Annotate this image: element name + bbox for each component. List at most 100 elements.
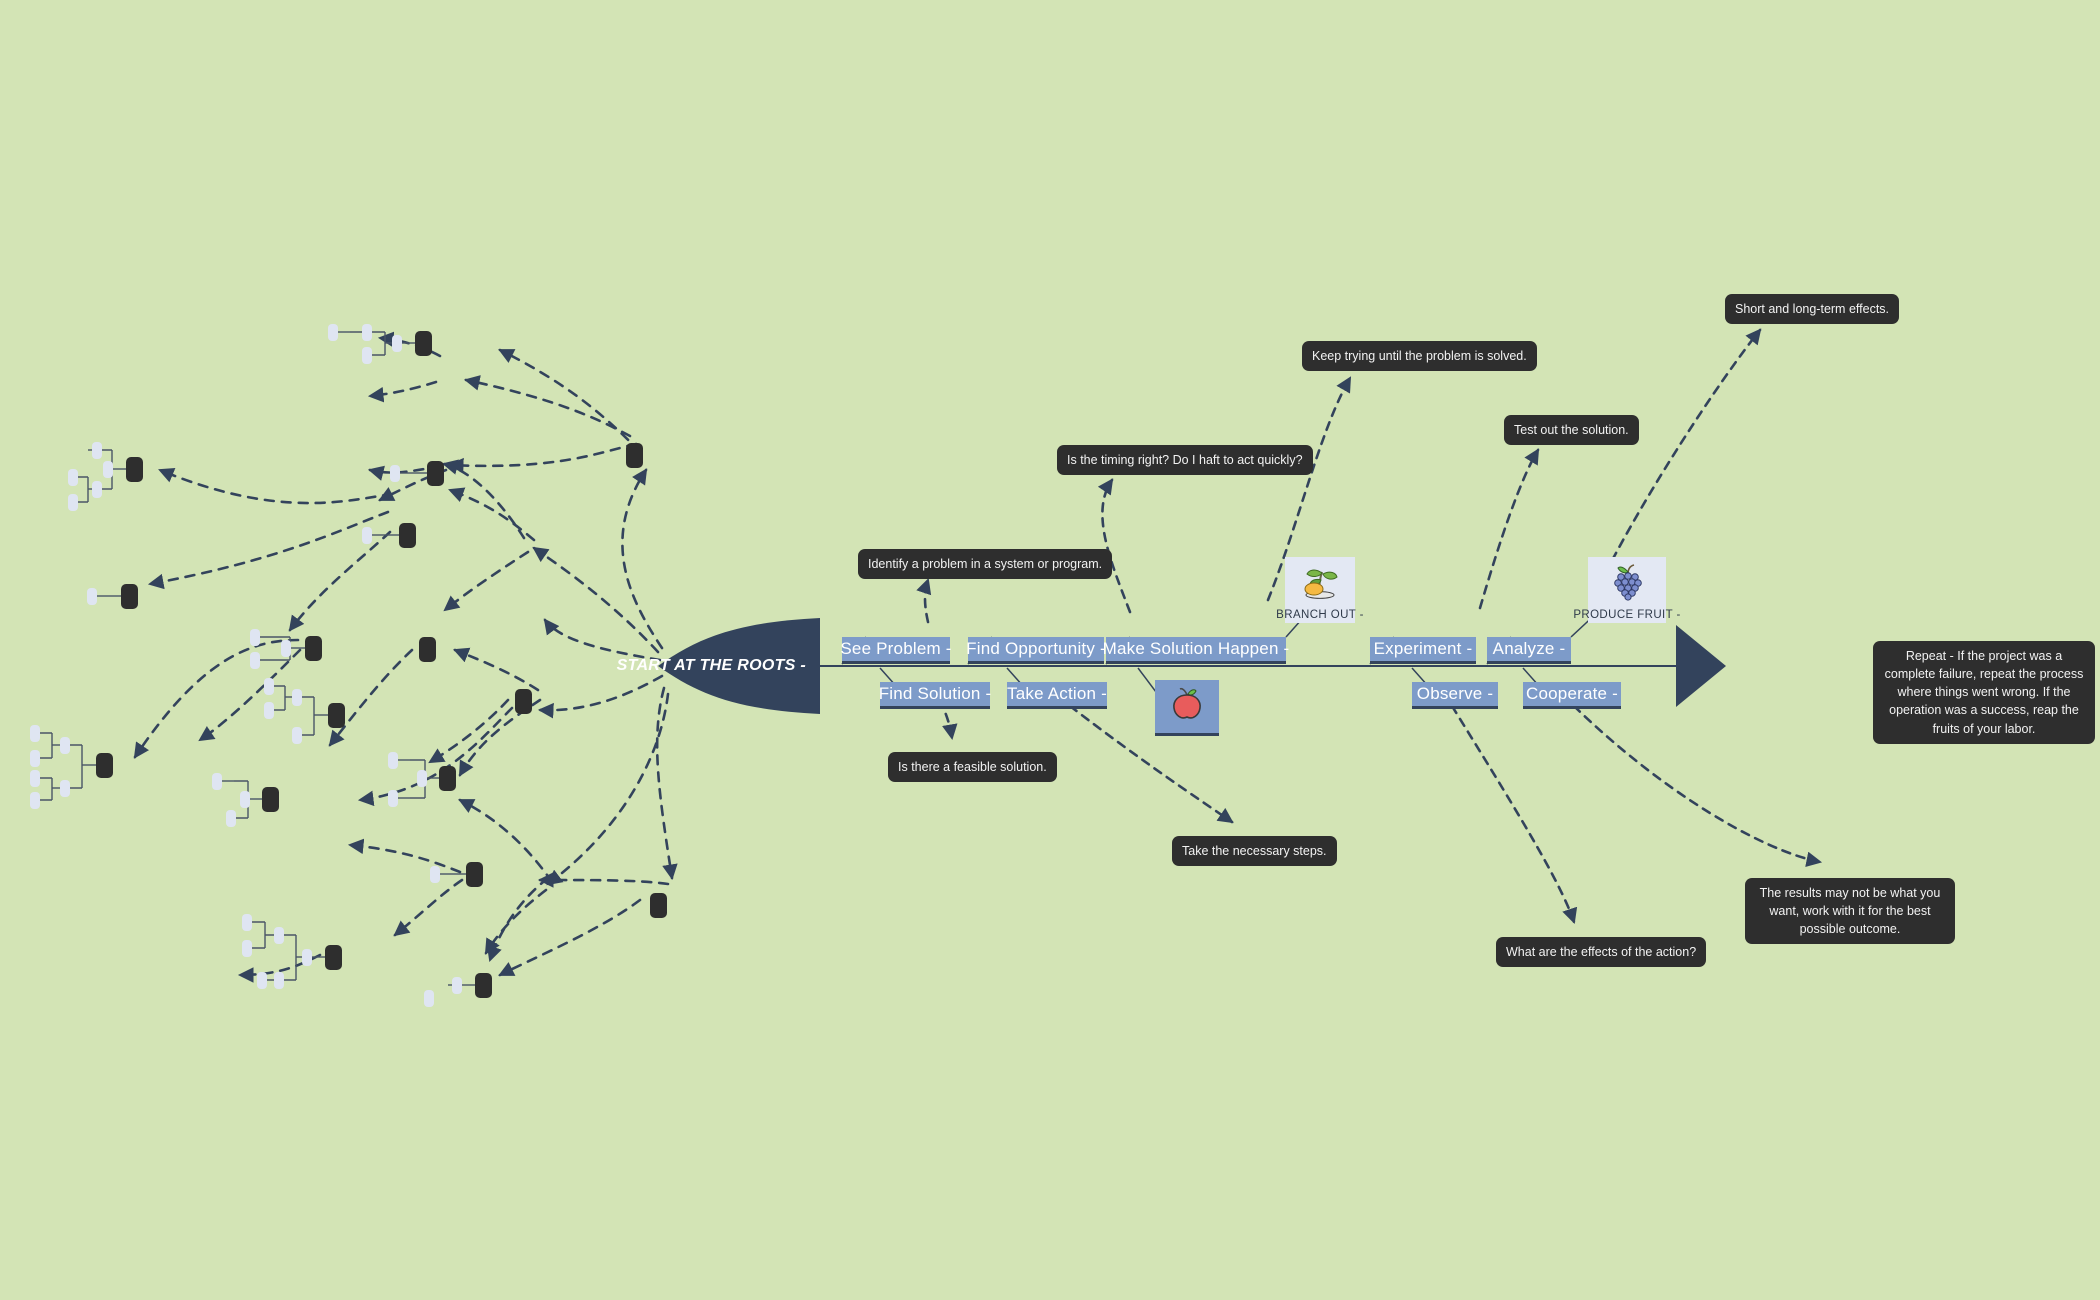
root-node[interactable] (262, 787, 279, 812)
leaf-node[interactable] (388, 790, 398, 807)
root-node[interactable] (415, 331, 432, 356)
callout-identify-problem[interactable]: Identify a problem in a system or progra… (858, 549, 1113, 580)
callout-text: Take the necessary steps. (1182, 844, 1327, 858)
leaf-node[interactable] (281, 640, 291, 657)
leaf-node[interactable] (60, 780, 70, 797)
head-text: START AT THE ROOTS - (616, 657, 806, 674)
root-node[interactable] (399, 523, 416, 548)
root-node[interactable] (121, 584, 138, 609)
callout-text: Identify a problem in a system or progra… (868, 557, 1103, 571)
spine-label: Take Action - (1007, 683, 1107, 703)
root-node[interactable] (96, 753, 113, 778)
leaf-node[interactable] (92, 481, 102, 498)
leaf-node[interactable] (292, 689, 302, 706)
root-node[interactable] (325, 945, 342, 970)
spine-node-find-solution[interactable]: Find Solution - (879, 682, 991, 709)
callout-short-long-term[interactable]: Short and long-term effects. (1725, 294, 1900, 325)
callout-test-solution[interactable]: Test out the solution. (1504, 415, 1639, 446)
image-card-branch-out[interactable]: BRANCH OUT - (1276, 557, 1363, 623)
callout-feasible-solution[interactable]: Is there a feasible solution. (888, 752, 1057, 783)
leaf-node[interactable] (328, 324, 338, 341)
root-node[interactable] (328, 703, 345, 728)
spine-label: Make Solution Happen - (1102, 638, 1290, 658)
callout-text: What are the effects of the action? (1506, 945, 1697, 959)
leaf-node[interactable] (452, 977, 462, 994)
leaf-node[interactable] (87, 588, 97, 605)
callout-text: Is the timing right? Do I haft to act qu… (1067, 453, 1303, 467)
callout-text: The results may not be what you want, wo… (1759, 886, 1941, 937)
sprout-icon (1299, 562, 1341, 607)
leaf-node[interactable] (362, 347, 372, 364)
spine-node-observe[interactable]: Observe - (1412, 682, 1498, 709)
leaf-node[interactable] (264, 702, 274, 719)
callout-necessary-steps[interactable]: Take the necessary steps. (1172, 836, 1337, 867)
leaf-node[interactable] (292, 727, 302, 744)
spine-node-make-solution-happen[interactable]: Make Solution Happen - (1103, 637, 1289, 664)
leaf-node[interactable] (302, 949, 312, 966)
root-node[interactable] (626, 443, 643, 468)
leaf-node[interactable] (392, 335, 402, 352)
root-node[interactable] (427, 461, 444, 486)
image-card-caption: PRODUCE FRUIT - (1573, 609, 1681, 621)
leaf-node[interactable] (226, 810, 236, 827)
root-node[interactable] (439, 766, 456, 791)
leaf-node[interactable] (430, 866, 440, 883)
image-apple[interactable] (1155, 680, 1219, 736)
leaf-node[interactable] (390, 465, 400, 482)
root-node[interactable] (475, 973, 492, 998)
leaf-node[interactable] (68, 494, 78, 511)
leaf-node[interactable] (212, 773, 222, 790)
callout-results-outcome[interactable]: The results may not be what you want, wo… (1745, 878, 1955, 945)
callout-text: Repeat - If the project was a complete f… (1884, 649, 2084, 736)
callout-repeat[interactable]: Repeat - If the project was a complete f… (1873, 641, 2095, 744)
callout-keep-trying[interactable]: Keep trying until the problem is solved. (1302, 341, 1537, 372)
leaf-node[interactable] (250, 652, 260, 669)
callout-leaders (916, 328, 1823, 924)
leaf-node[interactable] (240, 791, 250, 808)
callout-timing[interactable]: Is the timing right? Do I haft to act qu… (1057, 445, 1313, 476)
spine-label: Observe - (1416, 683, 1494, 703)
leaf-node[interactable] (274, 972, 284, 989)
leaf-node[interactable] (30, 725, 40, 742)
leaf-node[interactable] (68, 469, 78, 486)
image-card-produce-fruit[interactable]: PRODUCE FRUIT - (1573, 557, 1680, 623)
callout-effects-of-action[interactable]: What are the effects of the action? (1496, 937, 1707, 968)
leaf-node[interactable] (362, 527, 372, 544)
spine-node-experiment[interactable]: Experiment - (1370, 637, 1476, 664)
spine-node-find-opportunity[interactable]: Find Opportunity - (966, 637, 1106, 664)
spine-node-cooperate[interactable]: Cooperate - (1523, 682, 1621, 709)
spine-node-analyze[interactable]: Analyze - (1487, 637, 1571, 664)
leaf-node[interactable] (274, 927, 284, 944)
root-node[interactable] (305, 636, 322, 661)
root-node[interactable] (126, 457, 143, 482)
spine-node-take-action[interactable]: Take Action - (1007, 682, 1107, 709)
grapes-icon (1607, 562, 1647, 607)
leaf-node[interactable] (250, 629, 260, 646)
root-branch-curves (133, 331, 678, 983)
root-node[interactable] (419, 637, 436, 662)
leaf-node[interactable] (417, 770, 427, 787)
root-node[interactable] (466, 862, 483, 887)
spine-label: Analyze - (1492, 638, 1566, 658)
leaf-node[interactable] (257, 972, 267, 989)
root-node[interactable] (650, 893, 667, 918)
leaf-node[interactable] (424, 990, 434, 1007)
leaf-node[interactable] (92, 442, 102, 459)
leaf-node[interactable] (30, 750, 40, 767)
leaf-node[interactable] (264, 678, 274, 695)
root-node[interactable] (515, 689, 532, 714)
callout-text: Test out the solution. (1514, 423, 1629, 437)
leaf-node[interactable] (242, 940, 252, 957)
spine-label: Cooperate - (1526, 683, 1618, 703)
leaf-node[interactable] (242, 914, 252, 931)
leaf-node[interactable] (30, 792, 40, 809)
image-card-caption: BRANCH OUT - (1276, 609, 1364, 621)
leaf-node[interactable] (362, 324, 372, 341)
leaf-node[interactable] (30, 770, 40, 787)
spine-node-see-problem[interactable]: See Problem - (840, 637, 951, 664)
leaf-node[interactable] (103, 461, 113, 478)
leaf-node[interactable] (60, 737, 70, 754)
fishbone-head-label: START AT THE ROOTS - (617, 643, 822, 689)
leaf-node[interactable] (388, 752, 398, 769)
